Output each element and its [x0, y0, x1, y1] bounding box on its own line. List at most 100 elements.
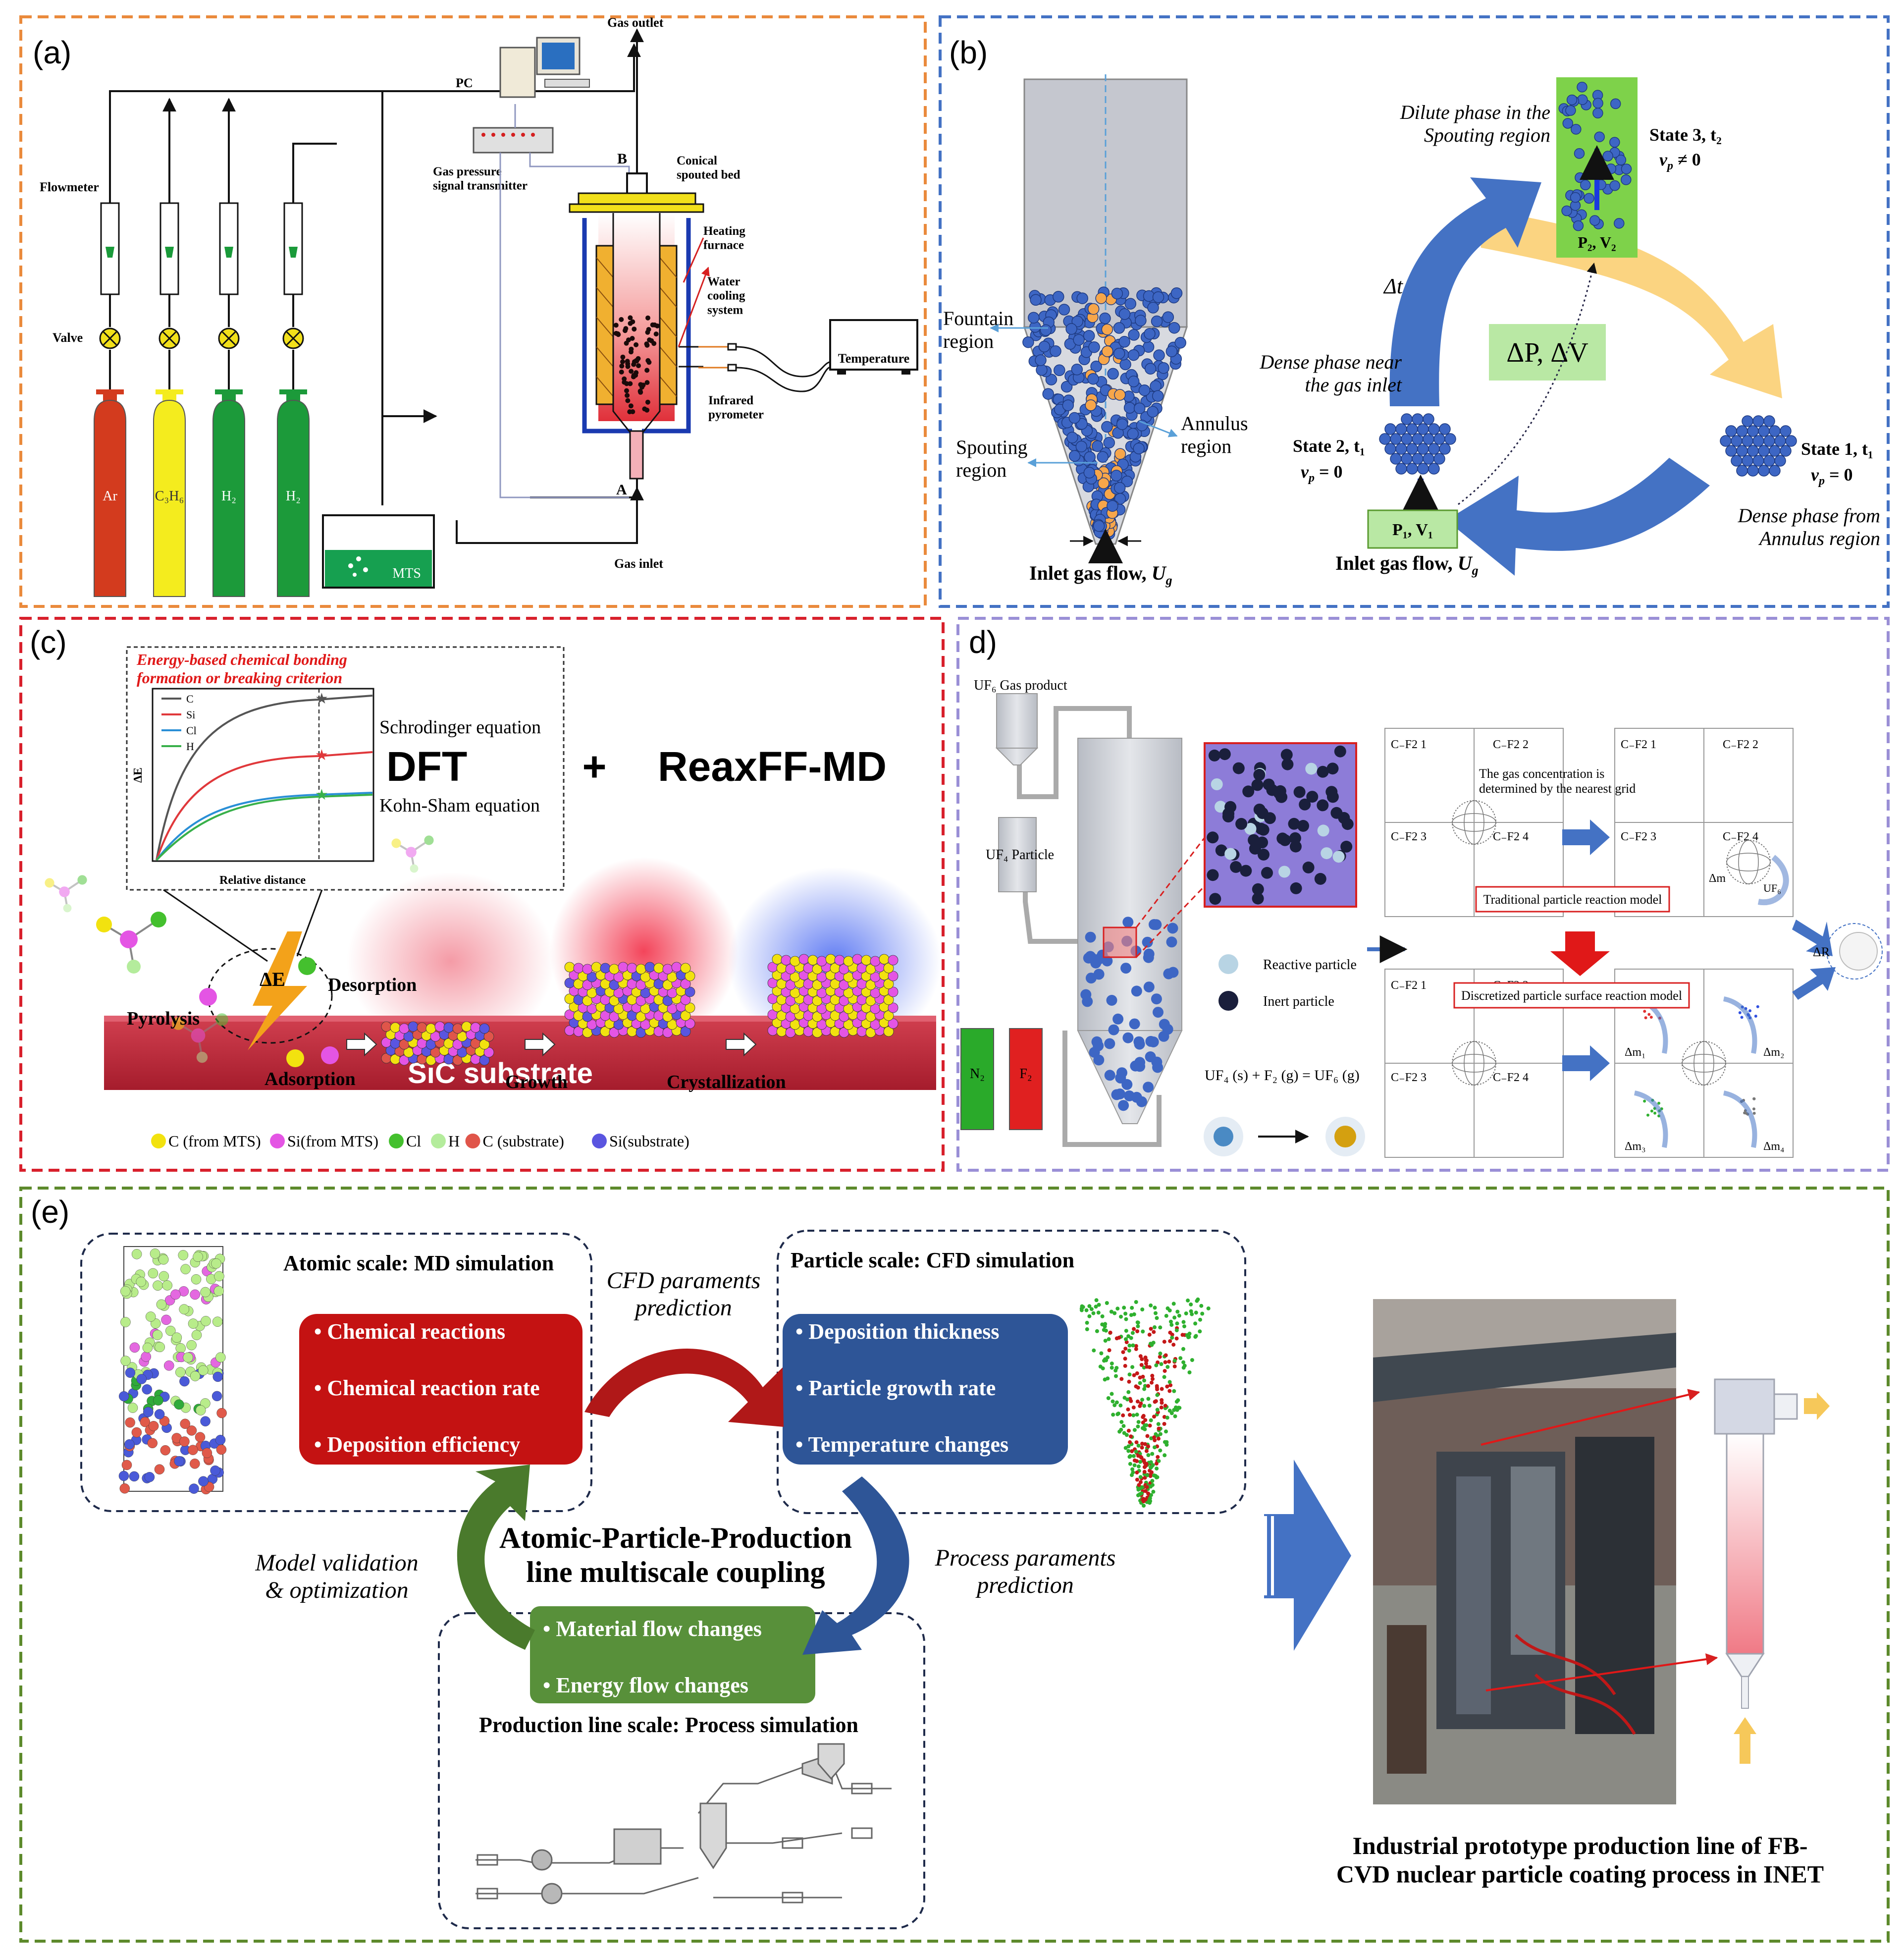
- valve-icon: [99, 327, 121, 349]
- inert-particle: [1297, 819, 1309, 832]
- md-atom: [210, 1465, 220, 1476]
- md-atom: [140, 1416, 151, 1427]
- md-atom: [156, 1299, 167, 1310]
- cfd-particle: [1164, 1429, 1168, 1434]
- atomic-scale-box: [80, 1233, 592, 1512]
- grid-cell-label: C₋F2 1: [1391, 979, 1427, 992]
- dt-label: Δt: [1383, 274, 1404, 298]
- md-atom: [160, 1445, 171, 1456]
- cfd-particle: [1096, 1310, 1101, 1315]
- panel-e-frame: [19, 1187, 1890, 1943]
- fluidized-bed: [1077, 738, 1183, 1124]
- inert-particle: [1251, 779, 1264, 791]
- cfd-particle: [1156, 1422, 1161, 1426]
- md-atom: [180, 1264, 191, 1274]
- reactive-particle: [1244, 822, 1257, 835]
- bed-particle: [1106, 995, 1117, 1006]
- cycle-arrow-right: [1476, 208, 1782, 398]
- md-atom: [198, 1476, 209, 1487]
- cfd-particle: [1163, 1453, 1167, 1458]
- cfd-particle: [1180, 1333, 1185, 1337]
- inert-particle: [1281, 758, 1294, 770]
- cylinder-label: C₃H₆: [155, 489, 184, 504]
- list-item: • Particle growth rate: [795, 1376, 996, 1400]
- reactive-particle: [1215, 801, 1227, 813]
- cfd-particle: [1172, 1408, 1176, 1412]
- inert-particle: [1290, 882, 1302, 894]
- cfd-particle: [1124, 1340, 1129, 1344]
- cfd-particle: [1145, 1473, 1150, 1477]
- cfd-particle: [1136, 1324, 1140, 1328]
- pc-label: PC: [456, 76, 473, 90]
- cfd-particle: [1149, 1327, 1153, 1331]
- particle-scale-box: [777, 1230, 1246, 1514]
- grid-cell-label: C₋F2 3: [1391, 1071, 1427, 1084]
- cfd-particle: [1107, 1348, 1111, 1353]
- cfd-particle: [1155, 1387, 1160, 1392]
- big-right-arrow: [1264, 1460, 1351, 1651]
- panel-a-label: (a): [33, 35, 71, 70]
- cfd-particle: [1150, 1380, 1154, 1385]
- md-atom: [125, 1367, 136, 1378]
- cfd-particle: [1149, 1460, 1153, 1465]
- cycle-arrow-bottom: [1446, 458, 1710, 576]
- cfd-particle: [1146, 1491, 1150, 1496]
- md-atom: [153, 1395, 163, 1406]
- dilute-particles: [1558, 81, 1632, 231]
- md-atom: [212, 1316, 223, 1327]
- cfd-particle: [1126, 1444, 1131, 1449]
- cfd-particle: [1127, 1372, 1132, 1377]
- growth-label: Growth: [505, 1072, 568, 1092]
- cfd-particle: [1128, 1454, 1132, 1458]
- cfd-particle: [1162, 1340, 1166, 1344]
- reactive-label: Reactive particle: [1263, 957, 1357, 973]
- cfd-particle: [1163, 1360, 1167, 1364]
- cfd-particle: [1134, 1347, 1138, 1351]
- inert-particle: [1317, 765, 1329, 778]
- adsorption-label: Adsorption: [264, 1069, 356, 1089]
- panel-e: (e) Atomic scale: MD simulation Particle…: [31, 1194, 1830, 1929]
- cfd-particle: [1159, 1405, 1164, 1410]
- inert-particle: [1215, 844, 1227, 857]
- f2-label: F₂: [1019, 1066, 1032, 1082]
- cfd-particle: [1140, 1398, 1144, 1402]
- panel-c-label: (c): [30, 624, 67, 660]
- cfd-particle: [1108, 1330, 1112, 1335]
- cfd-particle: [1167, 1360, 1171, 1364]
- list-item: • Deposition thickness: [795, 1319, 999, 1344]
- cfd-particle: [1193, 1321, 1198, 1326]
- p1v1-label: P₁, V₁: [1392, 521, 1433, 539]
- gas-cylinder: H₂: [212, 389, 245, 597]
- md-atom: [119, 1483, 130, 1494]
- svg-text:★: ★: [315, 747, 328, 763]
- cfd-particle: [1176, 1398, 1180, 1403]
- cfd-particle: [1147, 1332, 1152, 1337]
- cfd-particle: [1153, 1438, 1157, 1442]
- cfd-box: [783, 1314, 1068, 1465]
- delta-m-label: Δm₂: [1763, 1046, 1784, 1059]
- valve-icon: [159, 327, 180, 349]
- cylinder-label: Ar: [103, 489, 117, 504]
- valve-icon: [282, 327, 304, 349]
- vp-ne-label: vp ≠ 0: [1659, 150, 1701, 172]
- cfd-particle: [1144, 1361, 1148, 1366]
- cfd-particle: [1135, 1371, 1139, 1375]
- bed-particles: [1022, 286, 1186, 540]
- cfd-particle: [1087, 1304, 1092, 1308]
- inert-particle: [1224, 801, 1237, 813]
- list-item: • Temperature changes: [795, 1432, 1008, 1457]
- cfd-particle: [1150, 1479, 1155, 1483]
- cfd-particle: [1094, 1298, 1099, 1303]
- column-schematic: [1714, 1378, 1830, 1764]
- grid-cell-label: C₋F2 2: [1493, 738, 1529, 751]
- cfd-particle: [1162, 1375, 1166, 1379]
- md-atom: [142, 1343, 153, 1353]
- cfd-particle: [1142, 1404, 1147, 1408]
- cfd-particle: [1143, 1423, 1147, 1427]
- cfd-particle: [1136, 1464, 1141, 1468]
- molecules: [45, 835, 434, 1067]
